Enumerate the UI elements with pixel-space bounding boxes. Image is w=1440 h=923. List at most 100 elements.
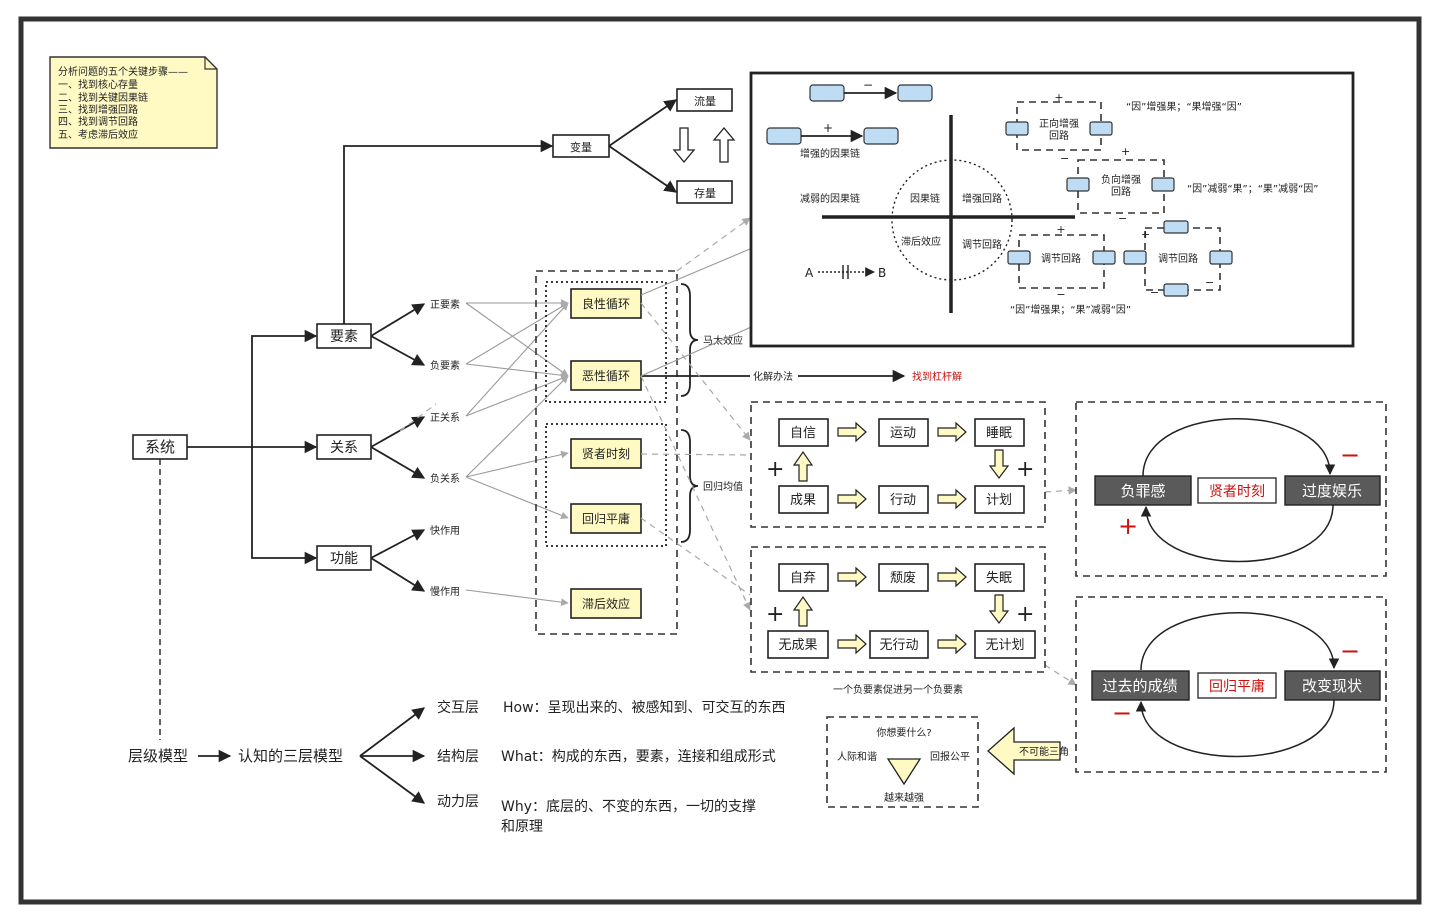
bad-top-3: 失眠 [986, 571, 1012, 586]
label-weaken-chain: 减弱的因果链 [800, 192, 860, 205]
svg-text:−: − [1340, 441, 1360, 469]
bad-top-1: 自弃 [790, 571, 816, 586]
layer-dynamics-desc: Why：底层的、不变的东西，一切的支撑 [501, 799, 756, 815]
svg-text:+: + [1054, 91, 1063, 104]
node-mediocre [570, 503, 642, 534]
svg-text:+: + [1016, 457, 1034, 482]
svg-text:−: − [1205, 276, 1214, 289]
note-item: 一、找到核心存量 [58, 78, 138, 91]
bad-bottom-2: 无行动 [879, 638, 918, 653]
desc-balance: “因”增强果；“果”减弱“因” [1010, 303, 1131, 316]
node-relation-label: 关系 [330, 440, 358, 456]
triangle-icon [886, 758, 922, 786]
good-bottom-1: 成果 [790, 493, 816, 508]
root-label: 系统 [145, 438, 175, 456]
loop1-center: 贤者时刻 [1209, 484, 1265, 500]
good-flow-panel: 自信 运动 睡眠 成果 行动 计划 + + [750, 401, 1046, 528]
layer-structure: 结构层 [437, 749, 479, 765]
loop2-left: 过去的成绩 [1102, 677, 1177, 695]
quad-causal: 因果链 [910, 192, 940, 205]
triangle-left: 人际和谐 [837, 751, 877, 763]
triangle-tag: 不可能三角 [1019, 745, 1069, 758]
cognitive-model: 层级模型 认知的三层模型 交互层 How：呈现出来的、被感知到、可交互的东西 结… [128, 459, 786, 835]
note-item: 五、考虑滞后效应 [58, 128, 138, 141]
svg-text:−: − [863, 78, 873, 92]
impossible-triangle: 你想要什么? 人际和谐 回报公平 越来越强 不可能三角 [826, 716, 1069, 808]
node-function-label: 功能 [330, 551, 358, 567]
label-resolve: 化解办法 [753, 370, 793, 383]
good-top-1: 自信 [790, 426, 816, 441]
cycle-group-good [545, 281, 667, 403]
up-arrow-icon [712, 126, 736, 163]
label-balance-2: 调节回路 [1158, 252, 1198, 265]
layer-interaction: 交互层 [437, 699, 479, 716]
label-regression: 回归均值 [703, 480, 743, 493]
svg-text:−: − [1340, 637, 1360, 665]
good-bottom-3: 计划 [986, 493, 1012, 508]
down-arrow-icon [672, 127, 696, 164]
svg-text:+: + [1141, 228, 1150, 241]
svg-text:+: + [766, 457, 784, 482]
good-top-3: 睡眠 [986, 426, 1012, 441]
label-hierarchy: 层级模型 [128, 747, 188, 765]
svg-text:+: + [766, 602, 784, 627]
node-flow-label: 流量 [694, 94, 716, 108]
layer-structure-desc: What：构成的东西，要素，连接和组成形式 [501, 748, 776, 765]
label-neg-loop-2: 回路 [1111, 185, 1131, 198]
node-relation [316, 434, 372, 460]
brace-regression [680, 429, 699, 543]
note-item: 四、找到调节回路 [58, 115, 138, 128]
triangle-bottom: 越来越强 [884, 791, 924, 804]
node-function [316, 545, 372, 571]
svg-text:+: + [823, 121, 833, 135]
label-pos-loop-2: 回路 [1049, 129, 1069, 142]
quad-delay: 滞后效应 [901, 235, 941, 248]
layer-interaction-desc: How：呈现出来的、被感知到、可交互的东西 [503, 699, 786, 716]
label-fast-effect: 快作用 [430, 525, 460, 537]
node-stock [676, 180, 733, 204]
loop1-left: 负罪感 [1120, 482, 1165, 500]
causal-loop-panel: − + 增强的因果链 减弱的因果链 因果链 增强回路 滞后效应 调节回路 A B… [749, 71, 1355, 348]
system-tree: 系统 要素 关系 功能 变量 流量 存量 正要素 负要素 正关系 负关 [132, 88, 1077, 686]
label-leverage: 找到杠杆解 [912, 370, 962, 383]
node-wise-moment [570, 438, 642, 469]
label-positive-element: 正要素 [430, 298, 460, 311]
loop2-right: 改变现状 [1302, 677, 1362, 695]
triangle-tag-arrow [987, 726, 1061, 776]
node-good-cycle-label: 良性循环 [582, 296, 630, 311]
label-a: A [805, 266, 814, 280]
triangle-right: 回报公平 [930, 750, 970, 763]
bad-flow-caption: 一个负要素促进另一个负要素 [833, 683, 963, 696]
node-delay [570, 588, 642, 619]
svg-text:−: − [1060, 152, 1069, 165]
label-neg-loop-1: 负向增强 [1101, 173, 1141, 186]
node-bad-cycle-label: 恶性循环 [582, 369, 630, 383]
loop2-center: 回归平庸 [1209, 678, 1265, 695]
quad-reinforce: 增强回路 [962, 192, 1002, 205]
bad-top-2: 颓废 [890, 570, 916, 586]
node-stock-label: 存量 [694, 186, 716, 200]
cycle-group-regression [545, 423, 667, 547]
label-b: B [878, 266, 886, 280]
node-good-cycle [570, 288, 642, 319]
node-wise-moment-label: 贤者时刻 [582, 447, 630, 461]
label-three-layer: 认知的三层模型 [238, 747, 343, 765]
outer-frame [18, 16, 1422, 905]
quad-balance: 调节回路 [962, 238, 1002, 251]
steps-note: 分析问题的五个关键步骤—— 一、找到核心存量 二、找到关键因果链 三、找到增强回… [49, 56, 218, 149]
guilt-loop-panel: 负罪感 贤者时刻 过度娱乐 − + [1075, 401, 1387, 577]
label-strengthen-chain: 增强的因果链 [800, 147, 860, 160]
svg-text:+: + [1016, 602, 1034, 627]
label-pos-loop-1: 正向增强 [1039, 117, 1079, 130]
label-slow-effect: 慢作用 [430, 586, 460, 598]
svg-text:−: − [1118, 212, 1127, 225]
good-bottom-2: 行动 [890, 493, 916, 508]
svg-text:+: + [1121, 145, 1130, 158]
layer-dynamics-desc-2: 和原理 [501, 819, 543, 835]
node-flow [676, 88, 733, 112]
node-delay-label: 滞后效应 [582, 596, 630, 611]
past-loop-panel: 过去的成绩 回归平庸 改变现状 − − [1075, 596, 1387, 773]
label-negative-element: 负要素 [430, 359, 460, 372]
node-variable-label: 变量 [570, 140, 592, 154]
